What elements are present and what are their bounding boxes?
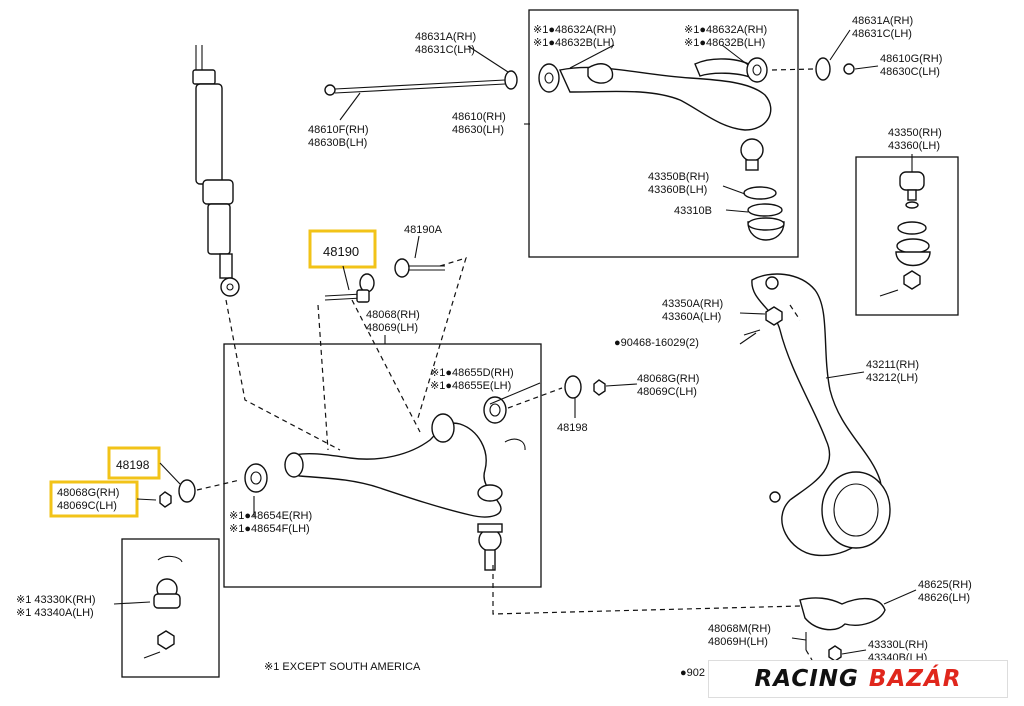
logo-word-racing: RACING xyxy=(754,666,859,692)
label-48631c-lh: 48631C(LH) xyxy=(415,44,475,56)
label-48654e-rh: ※1●48654E(RH) xyxy=(229,510,312,522)
bolt-48190 xyxy=(324,273,375,303)
label-48625-rh: 48625(RH) xyxy=(918,579,972,591)
racing-bazar-logo: RACING BAZÁR xyxy=(708,660,1008,698)
label-43212-lh: 43212(LH) xyxy=(866,372,918,384)
upper-ball-joint-box xyxy=(855,156,959,316)
bolt-48190a xyxy=(394,258,445,278)
label-43360b-lh: 43360B(LH) xyxy=(648,184,707,196)
cam-plate-48198-left xyxy=(159,479,196,508)
label-48631c-lh-right: 48631C(LH) xyxy=(852,28,912,40)
label-43350-rh: 43350(RH) xyxy=(888,127,942,139)
label-48632b-lh-left: ※1●48632B(LH) xyxy=(533,37,614,49)
label-48068g-rh-left: 48068G(RH) xyxy=(57,487,119,499)
label-48190: 48190 xyxy=(323,244,359,259)
label-48632a-rh-right: ※1●48632A(RH) xyxy=(684,24,767,36)
label-48632b-lh-right: ※1●48632B(LH) xyxy=(684,37,765,49)
label-43350a-rh: 43350A(RH) xyxy=(662,298,723,310)
label-48610-rh: 48610(RH) xyxy=(452,111,506,123)
logo-word-bazar: BAZÁR xyxy=(868,666,962,692)
highlight-48198 xyxy=(107,446,161,480)
upper-arm-box xyxy=(528,9,799,258)
lower-control-arm xyxy=(244,396,526,571)
upper-control-arm xyxy=(538,57,785,241)
label-48630-lh: 48630(LH) xyxy=(452,124,504,136)
label-48632a-rh-left: ※1●48632A(RH) xyxy=(533,24,616,36)
label-48631a-rh: 48631A(RH) xyxy=(415,31,476,43)
label-43330k-rh: ※1 43330K(RH) xyxy=(16,594,96,606)
label-43211-rh: 43211(RH) xyxy=(866,359,919,371)
label-48610f-rh: 48610F(RH) xyxy=(308,124,369,136)
label-48069-lh: 48069(LH) xyxy=(366,322,418,334)
label-48631a-rh-right: 48631A(RH) xyxy=(852,15,913,27)
label-43360-lh: 43360(LH) xyxy=(888,140,940,152)
upper-ball-joint xyxy=(879,171,931,297)
steering-knuckle xyxy=(751,273,891,557)
label-48610g-rh: 48610G(RH) xyxy=(880,53,942,65)
label-43350b-rh: 43350B(RH) xyxy=(648,171,709,183)
label-43310b: 43310B xyxy=(674,205,712,217)
label-48069h-lh: 48069H(LH) xyxy=(708,636,768,648)
label-48198-left: 48198 xyxy=(116,458,150,472)
label-48654f-lh: ※1●48654F(LH) xyxy=(229,523,310,535)
label-48630b-lh: 48630B(LH) xyxy=(308,137,367,149)
leader-lines xyxy=(113,29,917,655)
label-48069c-lh-right: 48069C(LH) xyxy=(637,386,697,398)
label-48630c-lh: 48630C(LH) xyxy=(880,66,940,78)
nut-43350a xyxy=(743,306,783,336)
label-902: ●902 xyxy=(680,667,705,679)
label-48068-rh: 48068(RH) xyxy=(366,309,420,321)
highlight-48190 xyxy=(308,229,377,269)
shock-absorber xyxy=(192,45,240,297)
label-48069c-lh-left: 48069C(LH) xyxy=(57,500,117,512)
label-48190a: 48190A xyxy=(404,224,443,236)
part-labels: 48631A(RH) 48631C(LH) 48610F(RH) 48630B(… xyxy=(16,15,972,679)
lower-ball-joint xyxy=(143,555,183,659)
label-90468-16029: ●90468-16029(2) xyxy=(614,337,699,349)
knuckle-arm-48625 xyxy=(799,597,886,662)
label-48655e-lh: ※1●48655E(LH) xyxy=(430,380,511,392)
label-43360a-lh: 43360A(LH) xyxy=(662,311,721,323)
camber-bolt-48610f xyxy=(324,70,518,96)
lower-ball-joint-box xyxy=(121,538,220,678)
label-48198-right: 48198 xyxy=(557,422,588,434)
dashed-connectors xyxy=(196,257,813,661)
label-43340a-lh: ※1 43340A(LH) xyxy=(16,607,94,619)
label-48068g-rh-right: 48068G(RH) xyxy=(637,373,699,385)
upper-bushing-parts xyxy=(771,57,855,81)
label-48626-lh: 48626(LH) xyxy=(918,592,970,604)
cam-plate-48198-right xyxy=(564,375,606,399)
footnote-except-south-america: ※1 EXCEPT SOUTH AMERICA xyxy=(264,661,421,673)
label-48068m-rh: 48068M(RH) xyxy=(708,623,771,635)
lower-arm-box xyxy=(223,343,542,588)
label-48655d-rh: ※1●48655D(RH) xyxy=(430,367,514,379)
label-43330l-rh: 43330L(RH) xyxy=(868,639,928,651)
